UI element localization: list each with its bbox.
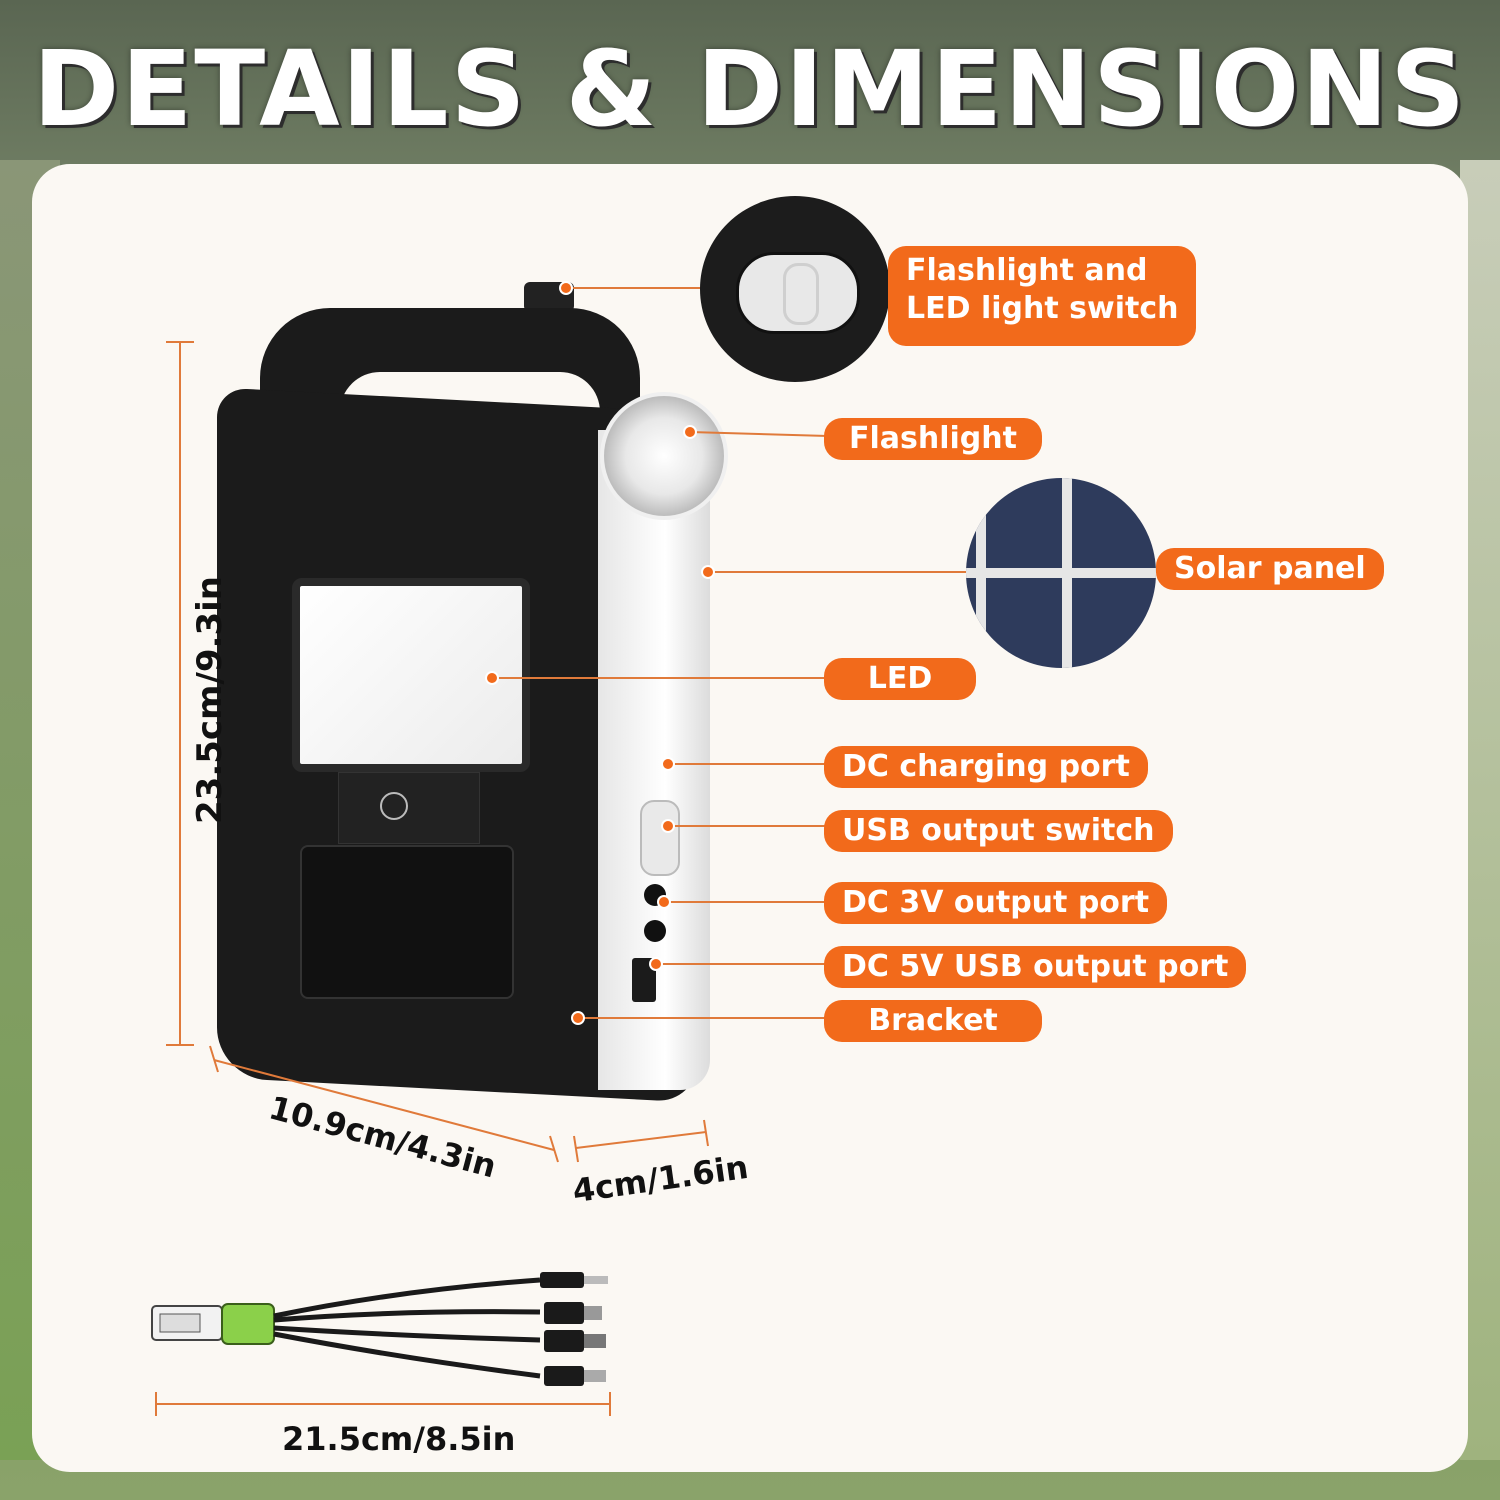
tag-switch: Flashlight and LED light switch <box>888 246 1197 346</box>
cable-length-label: 21.5cm/8.5in <box>282 1420 516 1458</box>
tag-solar-panel: Solar panel <box>1156 548 1384 590</box>
tag-dc-3v-port: DC 3V output port <box>824 882 1168 924</box>
tag-usb-output-switch: USB output switch <box>824 810 1173 852</box>
tag-flashlight: Flashlight <box>824 418 1042 460</box>
dc-3v-port-b <box>644 920 666 942</box>
logo-icon <box>380 792 408 820</box>
tag-dc-5v-usb-port: DC 5V USB output port <box>824 946 1247 988</box>
device-logo-area <box>338 772 480 844</box>
usb-switch-slot <box>640 800 680 876</box>
tag-dc-charging-port: DC charging port <box>824 746 1148 788</box>
height-label: 23.5cm/9.3in <box>190 576 230 824</box>
switch-zoom-bubble <box>700 196 890 382</box>
flashlight-lens <box>600 392 728 520</box>
page-title: DETAILS & DIMENSIONS <box>32 28 1468 150</box>
tag-led: LED <box>824 658 976 700</box>
battery-cover <box>300 845 514 999</box>
switch-knob <box>736 252 860 334</box>
tag-bracket: Bracket <box>824 1000 1042 1042</box>
solar-zoom-bubble <box>966 478 1156 668</box>
cable-illustration <box>151 1272 608 1386</box>
